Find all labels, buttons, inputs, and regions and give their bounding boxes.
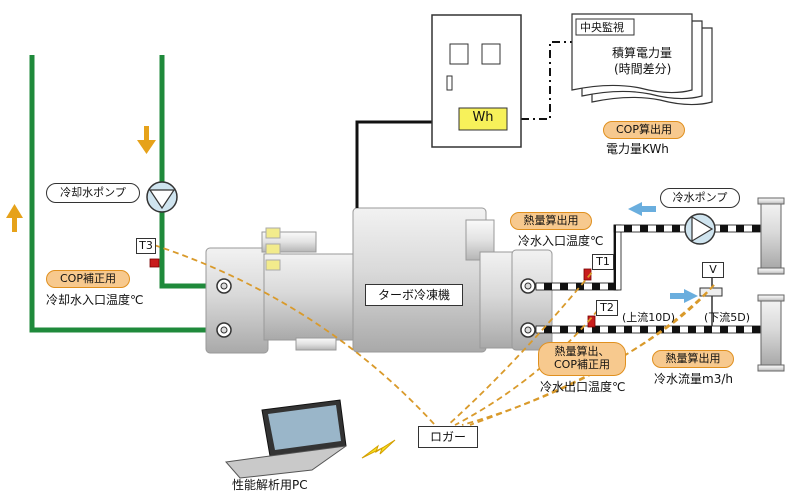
central-monitor-label: 中央監視 [580,21,624,34]
monitor-link [521,41,574,120]
flow-heat-badge: 熱量算出用 [652,350,734,368]
power-kwh-label: 電力量KWh [606,142,669,156]
meter-cop-badge: COP算出用 [603,121,685,139]
chilled-water-pump-icon [684,213,716,245]
sensor-t2-tag: T2 [596,300,618,316]
cooling-cop-badge: COP補正用 [46,270,130,288]
outlet-badge-line1: 熱量算出、 [554,345,610,358]
temperature-sensors [149,258,596,328]
power-cable [355,120,432,208]
cooling-inlet-temp-label: 冷却水入口温度℃ [46,293,144,307]
flow-meter-tag: V [702,262,724,278]
cooling-flow-arrows [6,126,156,232]
signal-lines [153,244,715,426]
upstream-note: (上流10D) [622,311,676,324]
cooling-water-pump-label: 冷却水ポンプ [46,183,140,203]
energy-total-label: 積算電力量 [612,46,673,60]
energy-interval-label: (時間差分) [614,62,672,76]
chiller-name-label: ターボ冷凍機 [365,284,463,306]
wireless-link-icon [361,439,396,459]
laptop-icon [225,399,347,479]
chilled-water-pump-label: 冷水ポンプ [660,188,740,208]
logger-box: ロガー [418,426,478,448]
wh-display: Wh [472,110,494,125]
cooling-water-pipes [29,55,222,333]
chilled-flow-arrows [628,202,698,303]
outlet-badge-line2: COP補正用 [554,358,610,371]
downstream-note: (下流5D) [704,311,751,324]
sensor-t1-tag: T1 [592,254,614,270]
energy-report-documents [571,13,713,106]
header-tanks [757,197,785,372]
power-meter-panel [431,14,522,148]
cooling-water-pump-icon [146,181,178,213]
chilled-inlet-temp-label: 冷水入口温度℃ [518,234,604,248]
chilled-flow-label: 冷水流量m3/h [654,372,733,386]
sensor-t3-tag: T3 [136,238,156,254]
analysis-pc-label: 性能解析用PC [232,478,308,492]
outlet-heat-cop-badge: 熱量算出、 COP補正用 [538,342,626,376]
chilled-outlet-temp-label: 冷水出口温度℃ [540,380,626,394]
inlet-heat-badge: 熱量算出用 [510,212,592,230]
turbo-chiller-unit [205,207,553,354]
